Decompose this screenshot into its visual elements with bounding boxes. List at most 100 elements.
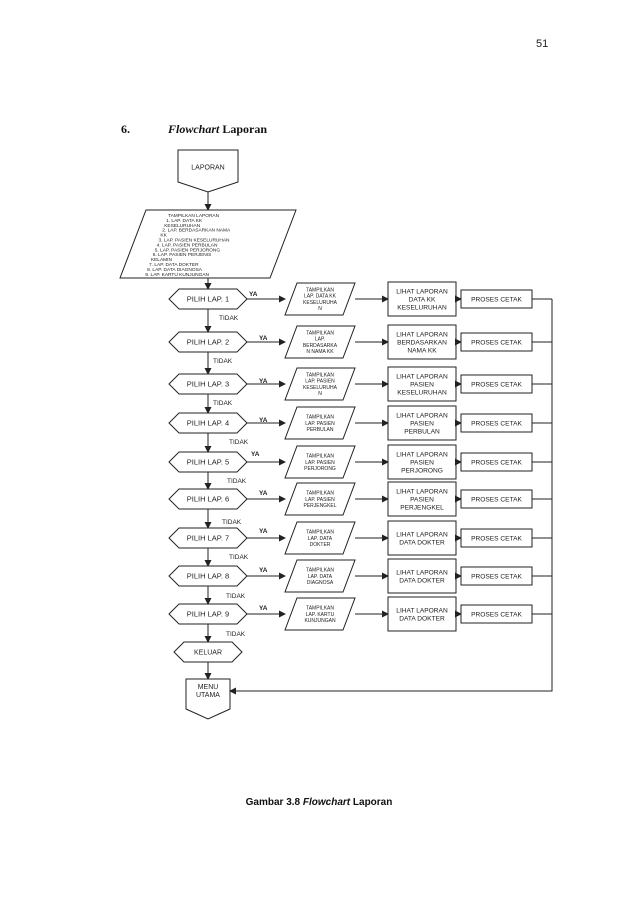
menu-input-line: 9. LAP. KARTU KUNJUNGAN xyxy=(145,272,209,278)
view-4-label: LIHAT LAPORAN xyxy=(396,412,448,419)
yes-label-8: YA xyxy=(259,567,268,574)
menu-return-label: MENU xyxy=(198,684,219,691)
output-3-label: KESELURUHA xyxy=(303,385,338,391)
menu-input-line: 1. LAP. DATA KK xyxy=(166,218,203,224)
output-9-shape xyxy=(284,597,356,631)
output-2-label: TAMPILKAN xyxy=(306,331,334,337)
view-5-label: PASIEN xyxy=(410,459,434,466)
decision-8-shape xyxy=(168,565,248,587)
print-8-label: PROSES CETAK xyxy=(471,573,522,580)
view-9-label: LIHAT LAPORAN xyxy=(396,607,448,614)
output-7-label: TAMPILKAN xyxy=(306,530,334,536)
view-1-label: KESELURUHAN xyxy=(397,304,447,311)
output-7-label: DOKTER xyxy=(310,542,331,548)
return-to-menu-line xyxy=(229,299,553,695)
print-1-label: PROSES CETAK xyxy=(471,296,522,303)
view-6-label: PASIEN xyxy=(410,496,434,503)
view-2-label: BERDASARKAN xyxy=(397,339,447,346)
view-8-label: LIHAT LAPORAN xyxy=(396,569,448,576)
view-7-shape xyxy=(387,520,457,556)
menu-input-line: KK xyxy=(160,233,167,239)
print-2-label: PROSES CETAK xyxy=(471,339,522,346)
view-4-label: PERBULAN xyxy=(404,428,440,435)
view-3-label: KESELURUHAN xyxy=(397,389,447,396)
yes-label-3: YA xyxy=(259,378,268,385)
output-6-label: PERJENGKEL xyxy=(303,503,336,509)
view-9-label: DATA DOKTER xyxy=(399,615,445,622)
menu-return-shape xyxy=(185,678,231,720)
decision-2-shape xyxy=(168,331,248,353)
output-8-label: LAP. DATA xyxy=(308,574,333,580)
view-5-shape xyxy=(387,444,457,480)
decision-9-label: PILIH LAP. 9 xyxy=(187,610,229,619)
decision-7-shape xyxy=(168,527,248,549)
decision-5-label: PILIH LAP. 5 xyxy=(187,458,229,467)
decision-8-label: PILIH LAP. 8 xyxy=(187,572,229,581)
output-7-shape xyxy=(284,521,356,555)
output-3-label: N xyxy=(318,391,322,397)
output-2-label: LAP. xyxy=(315,337,325,343)
decision-5-shape xyxy=(168,451,248,473)
view-1-label: DATA KK xyxy=(409,296,436,303)
no-label-4: TIDAK xyxy=(229,439,249,446)
no-label-8: TIDAK xyxy=(226,593,246,600)
output-3-shape xyxy=(284,367,356,401)
figure-caption: Gambar 3.8 Flowchart Laporan xyxy=(0,797,638,808)
no-label-6: TIDAK xyxy=(222,519,242,526)
output-6-label: TAMPILKAN xyxy=(306,491,334,497)
section-number: 6. xyxy=(121,122,130,136)
output-9-label: LAP. KARTU xyxy=(306,612,335,618)
caption-rest: Laporan xyxy=(350,797,393,808)
no-label-1: TIDAK xyxy=(219,315,239,322)
yes-label-9: YA xyxy=(259,605,268,612)
output-6-shape xyxy=(284,482,356,516)
output-4-shape xyxy=(284,406,356,440)
output-5-label: TAMPILKAN xyxy=(306,454,334,460)
print-4-label: PROSES CETAK xyxy=(471,420,522,427)
view-3-label: PASIEN xyxy=(410,381,434,388)
page-number: 51 xyxy=(536,38,549,50)
view-1-label: LIHAT LAPORAN xyxy=(396,288,448,295)
output-1-label: TAMPILKAN xyxy=(306,288,334,294)
decision-7-label: PILIH LAP. 7 xyxy=(187,534,229,543)
view-4-label: PASIEN xyxy=(410,420,434,427)
output-9-label: KUNJUNGAN xyxy=(304,618,336,624)
output-1-label: KESELURUHA xyxy=(303,300,338,306)
view-7-label: DATA DOKTER xyxy=(399,539,445,546)
menu-input-line: 3. LAP. PASIEN KESELURUHAN xyxy=(159,238,231,244)
view-5-label: LIHAT LAPORAN xyxy=(396,451,448,458)
output-2-shape xyxy=(284,325,356,359)
output-3-label: LAP. PASIEN xyxy=(305,379,335,385)
yes-label-5: YA xyxy=(251,451,260,458)
yes-label-2: YA xyxy=(259,335,268,342)
no-label-7: TIDAK xyxy=(229,554,249,561)
output-5-label: PERJORONG xyxy=(304,466,336,472)
no-label-9: TIDAK xyxy=(226,631,246,638)
yes-label-7: YA xyxy=(259,528,268,535)
yes-label-1: YA xyxy=(249,291,258,298)
menu-input-line: 2. LAP. BERDASARKAN NAMA xyxy=(162,228,231,234)
output-5-shape xyxy=(284,445,356,479)
menu-input-line: 8. LAP. DATA DIAGNOSA xyxy=(147,267,203,273)
output-7-label: LAP. DATA xyxy=(308,536,333,542)
view-5-label: PERJORONG xyxy=(401,467,443,474)
output-4-label: LAP. PASIEN xyxy=(305,421,335,427)
view-2-label: LIHAT LAPORAN xyxy=(396,331,448,338)
decision-4-label: PILIH LAP. 4 xyxy=(187,419,229,428)
print-6-label: PROSES CETAK xyxy=(471,496,522,503)
yes-label-6: YA xyxy=(259,490,268,497)
output-1-shape xyxy=(284,282,356,316)
view-6-shape xyxy=(387,481,457,517)
output-8-label: DIAGNOSA xyxy=(307,580,334,586)
view-7-label: LIHAT LAPORAN xyxy=(396,531,448,538)
output-8-shape xyxy=(284,559,356,593)
exit-label: KELUAR xyxy=(194,650,222,657)
menu-input-line: 6. LAP. PASIEN PERJENIS xyxy=(153,252,211,258)
print-5-label: PROSES CETAK xyxy=(471,459,522,466)
output-9-label: TAMPILKAN xyxy=(306,606,334,612)
view-6-label: PERJENGKEL xyxy=(400,504,444,511)
output-1-label: N xyxy=(318,306,322,312)
menu-input-line: 7. LAP. DATA DOKTER xyxy=(149,262,199,268)
decision-6-shape xyxy=(168,488,248,510)
